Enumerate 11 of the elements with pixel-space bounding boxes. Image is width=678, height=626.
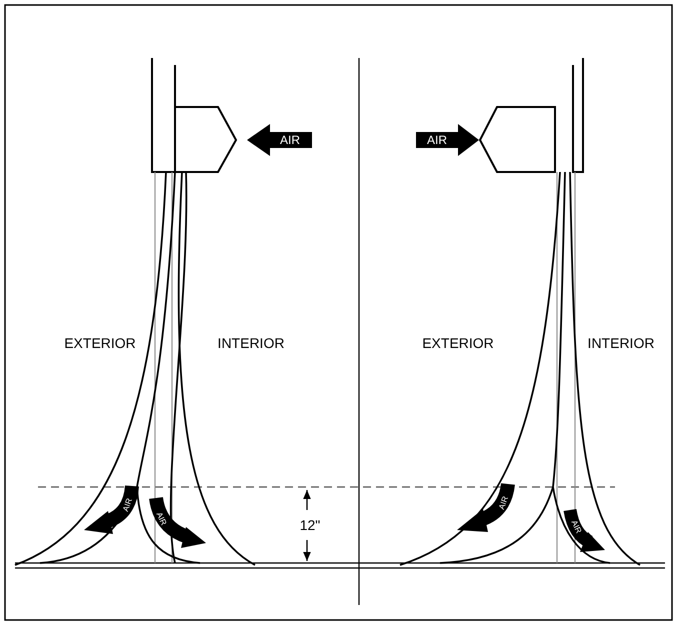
zone-label: INTERIOR xyxy=(588,336,654,350)
zone-label: INTERIOR xyxy=(218,336,284,350)
arrow-label: AIR xyxy=(570,519,582,535)
arrow-label: AIR xyxy=(427,134,447,146)
arrow-label: AIR xyxy=(154,511,168,527)
arrow-label: AIR xyxy=(122,497,134,513)
dimension-label: 12" xyxy=(300,518,320,532)
zone-label: EXTERIOR xyxy=(64,336,136,350)
arrow-label: AIR xyxy=(280,134,300,146)
zone-label: EXTERIOR xyxy=(422,336,494,350)
arrow-label: AIR xyxy=(498,495,510,511)
